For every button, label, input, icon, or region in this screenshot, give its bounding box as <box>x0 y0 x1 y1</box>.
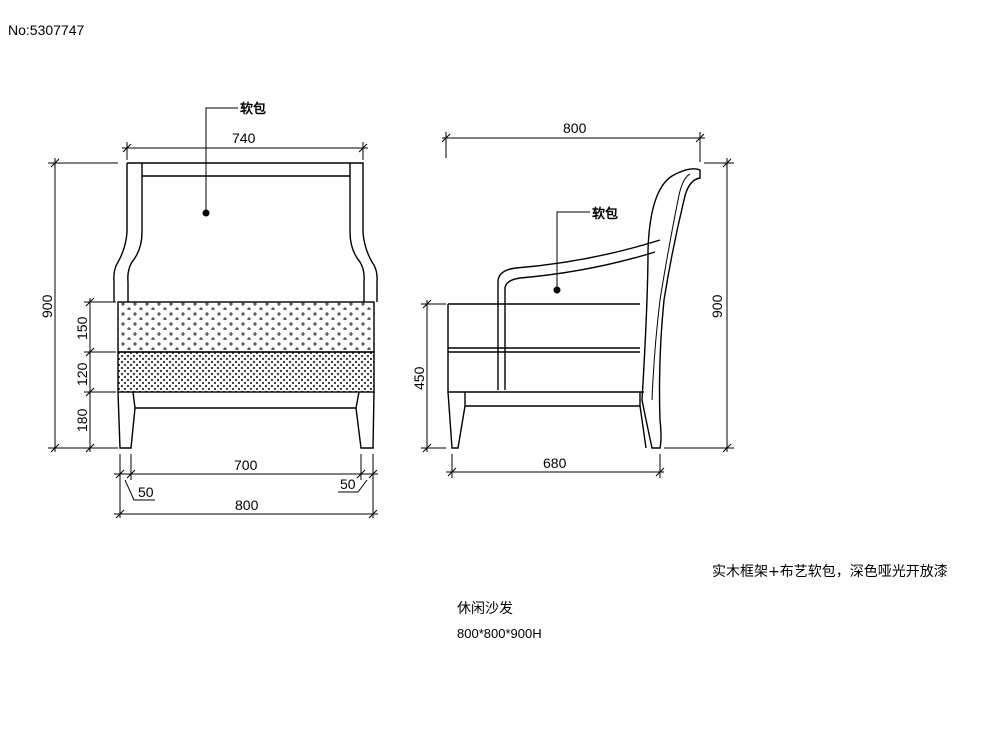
dim-leader-leg-right <box>338 479 368 493</box>
side-back-inner <box>651 173 691 401</box>
front-label-dot <box>202 209 210 217</box>
dim-line-overall-height <box>48 158 118 453</box>
front-label-leader <box>205 107 238 213</box>
dim-line-top-width <box>122 142 368 160</box>
dim-line-side-height <box>664 158 734 453</box>
side-view: 软包 800 900 450 680 <box>411 120 734 478</box>
side-base-legs <box>447 391 647 449</box>
product-size: 800*800*900H <box>457 626 542 641</box>
dim-line-segments <box>84 297 116 453</box>
dim-line-seat-height <box>421 299 446 453</box>
dim-overall-width: 800 <box>235 497 259 513</box>
front-frame-inner <box>127 163 365 302</box>
dim-cushion-lower: 120 <box>74 362 90 386</box>
front-frame-outline <box>113 162 378 302</box>
dim-base-depth: 680 <box>543 455 567 471</box>
front-base-legs <box>117 391 375 449</box>
side-seat-cushion <box>447 303 644 393</box>
dim-line-inner-width <box>114 454 378 518</box>
material-note: 实木框架+布艺软包，深色哑光开放漆 <box>712 564 948 580</box>
front-cushion-upper <box>117 301 375 353</box>
side-label-leader <box>556 211 590 290</box>
dim-seat-height: 450 <box>411 366 427 390</box>
dim-overall-depth: 800 <box>563 120 587 136</box>
dim-side-height: 900 <box>709 294 725 318</box>
dim-top-width: 740 <box>232 130 256 146</box>
product-name: 休闲沙发 <box>457 601 513 617</box>
dim-leg-left: 50 <box>138 484 154 500</box>
front-cushion-lower <box>117 351 375 393</box>
side-armrest <box>497 239 661 390</box>
front-view: 软包 740 900 150 120 180 700 50 50 800 <box>39 101 378 519</box>
dim-leg-height: 180 <box>74 408 90 432</box>
drawing-id: No:5307747 <box>8 22 85 38</box>
front-label: 软包 <box>240 101 266 117</box>
dim-line-overall-depth <box>441 132 705 162</box>
dim-overall-height: 900 <box>39 294 55 318</box>
side-back-outline <box>641 168 701 449</box>
side-label: 软包 <box>592 206 618 222</box>
side-label-dot <box>553 286 561 294</box>
dim-cushion-upper: 150 <box>74 316 90 340</box>
dim-inner-width: 700 <box>234 457 258 473</box>
dim-line-overall-width <box>114 509 378 519</box>
dim-leg-right: 50 <box>340 476 356 492</box>
dim-line-base-depth <box>446 454 665 478</box>
dim-leader-leg-left <box>124 479 155 501</box>
